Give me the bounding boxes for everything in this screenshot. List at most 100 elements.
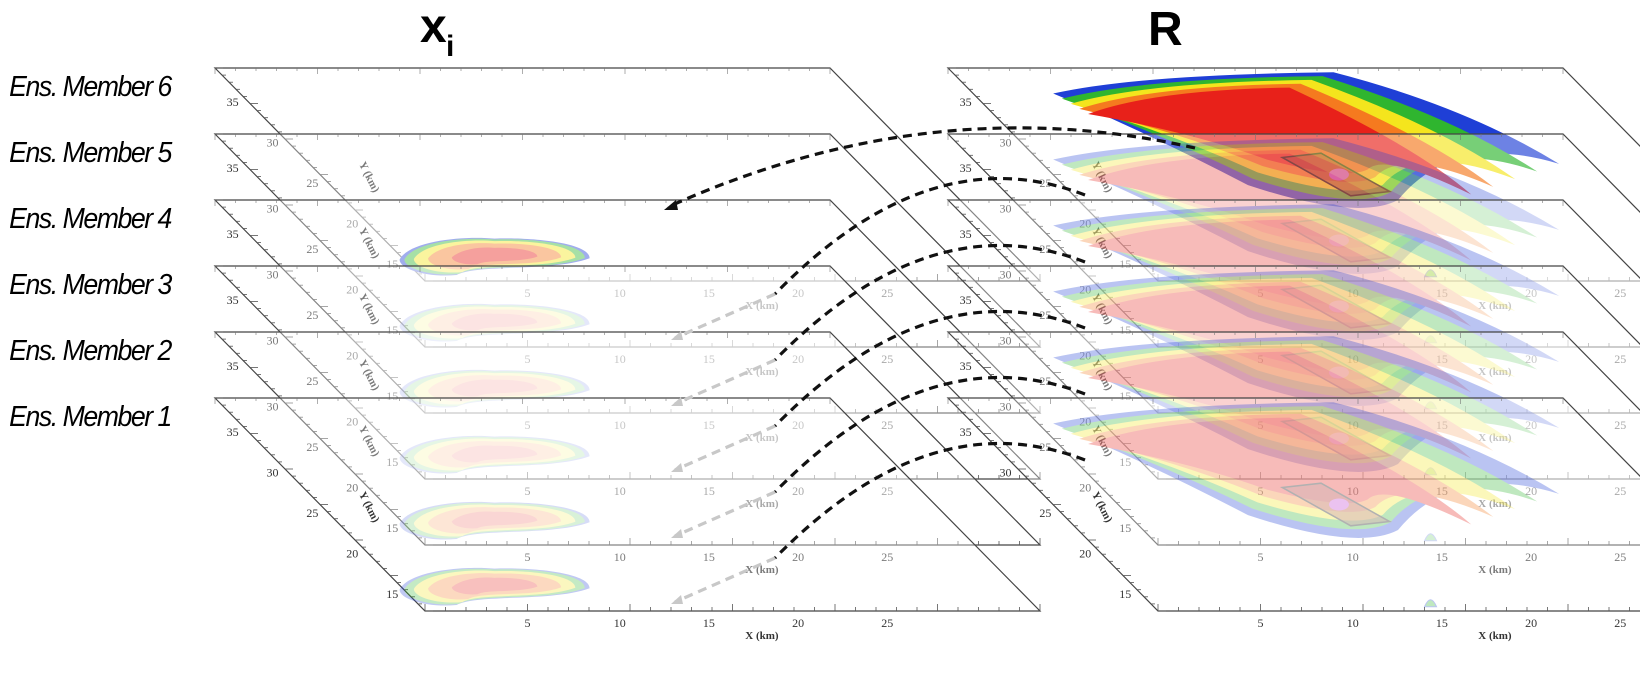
storm-contour-3 (428, 309, 562, 336)
y-tick-label: 15 (1119, 521, 1131, 535)
y-tick-label: 30 (267, 268, 279, 282)
y-tick-label: 15 (386, 455, 398, 469)
outflow-marker (1423, 401, 1438, 410)
x-tick-label: 5 (525, 550, 531, 564)
storm-contour-2 (413, 438, 576, 471)
storm-layer-0 (1053, 402, 1560, 538)
x-axis-label: X (km) (1478, 432, 1512, 444)
y-tick-label: 30 (1000, 334, 1012, 348)
x-tick-label: 20 (1525, 550, 1537, 564)
x-tick-label: 20 (1525, 352, 1537, 366)
x-tick-label: 15 (1436, 550, 1448, 564)
storm-layer-1 (1061, 340, 1538, 464)
analysis-box (1279, 284, 1393, 329)
storm-layer-3 (1079, 281, 1494, 385)
storm-contour-4 (451, 313, 538, 331)
y-tick-label: 15 (386, 587, 398, 601)
x-tick-label: 20 (792, 484, 804, 498)
member-label-3: Ens. Member 3 (9, 268, 173, 300)
y-tick-label: 35 (960, 359, 972, 373)
storm-contour-3 (428, 375, 562, 402)
y-tick-label: 20 (1079, 480, 1091, 494)
x-tick-label: 20 (1525, 484, 1537, 498)
x-tick-label: 25 (1614, 418, 1626, 432)
x-tick-label: 10 (1347, 418, 1359, 432)
y-tick-label: 25 (1039, 440, 1051, 454)
x-tick-label: 10 (1347, 286, 1359, 300)
storm-contour-2 (413, 306, 576, 339)
y-tick-label: 35 (960, 293, 972, 307)
x-tick-label: 5 (525, 352, 531, 366)
max-reflectivity-core (1328, 300, 1349, 313)
y-tick-label: 15 (1119, 257, 1131, 271)
faded-arrow-5 (674, 292, 776, 340)
storm-region (1053, 402, 1560, 608)
y-tick-label: 20 (1079, 216, 1091, 230)
y-tick-label: 15 (386, 257, 398, 271)
storm-layer-3 (1079, 215, 1494, 319)
y-tick-label: 30 (1000, 136, 1012, 150)
storm-contour-3 (428, 507, 562, 534)
storm-layer-0 (1053, 336, 1560, 472)
x-tick-label: 20 (1525, 616, 1537, 630)
dashed-arrow-1 (773, 442, 1086, 560)
dashed-arrow-4 (773, 244, 1086, 362)
faded-arrow-2 (674, 490, 776, 538)
y-tick-label: 25 (1039, 242, 1051, 256)
x-tick-label: 5 (525, 418, 531, 432)
y-tick-label: 35 (960, 161, 972, 175)
x-tick-label: 5 (1258, 550, 1264, 564)
y-tick-label: 20 (346, 282, 358, 296)
y-tick-label: 25 (306, 374, 318, 388)
storm-layer-4 (1088, 153, 1472, 261)
storm-contour-4 (451, 577, 538, 595)
y-tick-label: 25 (306, 242, 318, 256)
x-tick-label: 15 (703, 484, 715, 498)
y-tick-label: 35 (227, 425, 239, 439)
y-tick-label: 30 (1000, 466, 1012, 480)
x-tick-label: 20 (792, 352, 804, 366)
y-tick-label: 30 (267, 400, 279, 414)
storm-layer-2 (1070, 343, 1516, 455)
analysis-box (1279, 416, 1393, 461)
title-xi: x (420, 0, 447, 53)
x-tick-label: 20 (792, 418, 804, 432)
y-tick-label: 35 (960, 95, 972, 109)
analysis-box (1279, 350, 1393, 395)
storm-region (1053, 72, 1560, 278)
y-tick-label: 25 (306, 440, 318, 454)
x-tick-label: 25 (1614, 550, 1626, 564)
storm-contour-3 (428, 573, 562, 600)
faded-arrow-3 (674, 424, 776, 472)
x-tick-label: 10 (614, 484, 626, 498)
x-axis-label: X (km) (1478, 366, 1512, 378)
storm-region (1053, 204, 1560, 410)
storm-contour-4 (451, 379, 538, 397)
storm-contour-0 (399, 501, 590, 540)
faded-arrowhead-4 (671, 397, 683, 406)
x-tick-label: 5 (525, 286, 531, 300)
storm-layer-4 (1088, 87, 1472, 195)
y-tick-label: 15 (386, 521, 398, 535)
x-tick-label: 15 (1436, 616, 1448, 630)
x-tick-label: 5 (1258, 484, 1264, 498)
x-tick-label: 15 (703, 418, 715, 432)
max-reflectivity-core (1328, 168, 1349, 181)
y-tick-label: 25 (1039, 506, 1051, 520)
y-tick-label: 20 (346, 546, 358, 560)
storm-layer-2 (1070, 211, 1516, 323)
x-axis-label: X (km) (1478, 498, 1512, 510)
x-axis-label: X (km) (1478, 630, 1512, 642)
outflow-marker (1423, 599, 1438, 608)
y-tick-label: 25 (1039, 308, 1051, 322)
x-tick-label: 25 (881, 550, 893, 564)
faded-arrowhead-1 (671, 595, 683, 604)
